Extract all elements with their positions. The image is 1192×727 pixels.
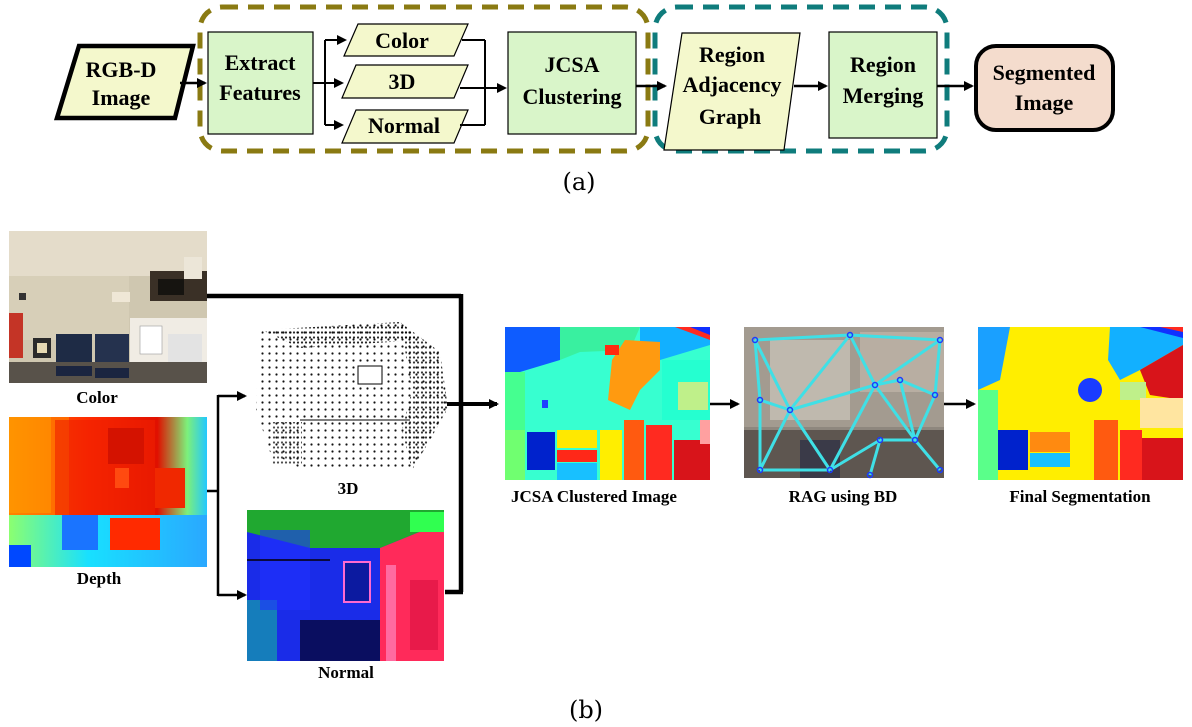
jcsa-clustered-label: JCSA Clustered Image: [511, 487, 677, 506]
feature-color-label: Color: [375, 28, 429, 53]
jcsa-node: [507, 31, 637, 135]
jcsa-clustered-image: [505, 327, 710, 480]
feature-3d-node: [341, 64, 469, 99]
extract-label-2: Features: [219, 80, 301, 105]
rag-label: RAG using BD: [789, 487, 898, 506]
rag-label-2: Adjacency: [683, 72, 782, 97]
color-label: Color: [76, 388, 118, 407]
output-label-2: Image: [1015, 90, 1074, 115]
rag-edges: [753, 333, 942, 476]
jcsa-label-2: Clustering: [523, 84, 622, 109]
input-label-2: Image: [92, 85, 151, 110]
rag-label-1: Region: [699, 42, 765, 67]
panel-a: RGB-D Image Extract Features Color 3D No…: [53, 4, 1115, 196]
merge-node: [828, 31, 938, 139]
caption-a: (a): [562, 168, 595, 196]
panel-b: Color Depth: [9, 231, 1183, 724]
extract-features-node: [207, 31, 314, 135]
merge-label-2: Merging: [843, 83, 924, 108]
merge-label-1: Region: [850, 52, 916, 77]
normal-image: [247, 510, 444, 661]
caption-b: (b): [569, 696, 603, 724]
rag-label-3: Graph: [699, 104, 761, 129]
input-node: [53, 43, 196, 121]
depth-label: Depth: [77, 569, 122, 588]
pointcloud-image: [256, 322, 448, 470]
jcsa-label-1: JCSA: [544, 52, 599, 77]
final-segmentation-label: Final Segmentation: [1009, 487, 1151, 506]
threed-label: 3D: [338, 479, 359, 498]
feature-normal-label: Normal: [368, 113, 440, 138]
depth-image: [9, 417, 207, 567]
final-segmentation-image: [978, 327, 1183, 480]
output-node: [974, 44, 1115, 132]
feature-color-node: [343, 23, 469, 57]
feature-normal-node: [341, 109, 469, 144]
rag-image: [744, 327, 944, 479]
feature-3d-label: 3D: [389, 69, 416, 94]
normal-label: Normal: [318, 663, 374, 682]
output-label-1: Segmented: [993, 60, 1096, 85]
color-image: [9, 231, 207, 383]
extract-label-1: Extract: [225, 50, 297, 75]
rag-node: [663, 32, 801, 151]
rag-nodes: [751, 331, 944, 479]
input-label-1: RGB-D: [86, 57, 157, 82]
